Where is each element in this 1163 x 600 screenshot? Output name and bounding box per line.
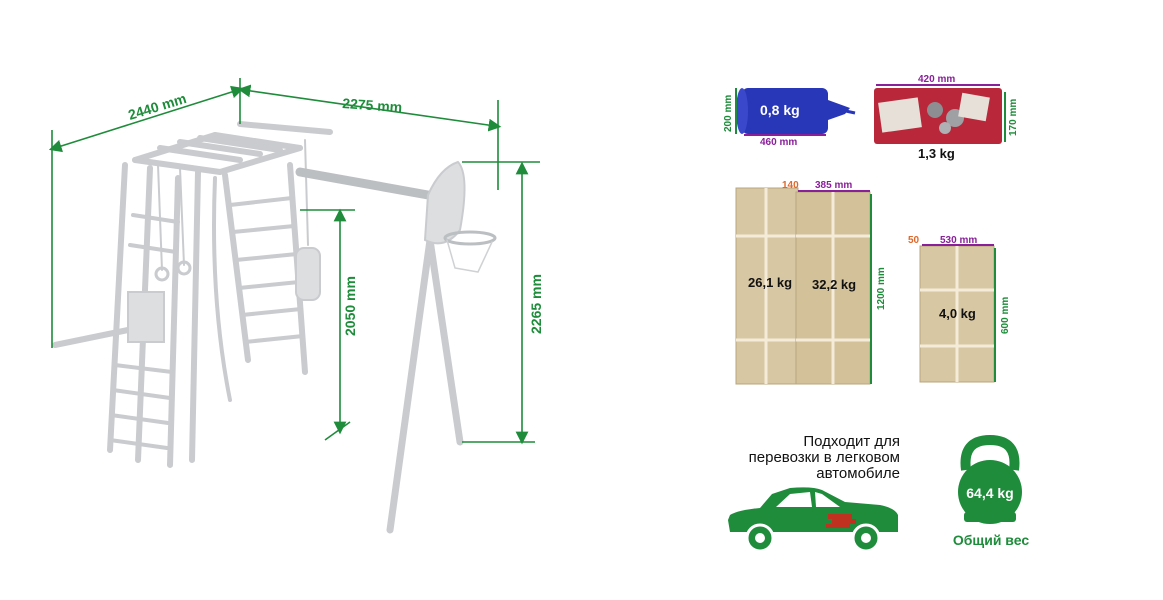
hardware-weight: 1,3 kg: [918, 146, 955, 161]
box3-depth: 50: [908, 235, 920, 246]
car-icon: [728, 487, 898, 553]
bag-height: 200 mm: [723, 95, 734, 132]
total-weight: 64,4 kg: [966, 485, 1013, 501]
transport-line-2: перевозки в легковом: [748, 449, 900, 466]
box3-width: 530 mm: [940, 235, 977, 246]
playground-frame: [52, 121, 497, 534]
box3-height: 600 mm: [1000, 297, 1011, 334]
hardware-length: 420 mm: [918, 74, 955, 85]
package-hardware: [874, 84, 1006, 144]
dim-width-b: 2275 mm: [342, 95, 403, 115]
kettlebell-icon: [958, 434, 1022, 524]
box2-depth: 140: [782, 180, 799, 191]
bag-length: 460 mm: [760, 137, 797, 148]
box3-weight: 4,0 kg: [939, 306, 976, 321]
bag-weight: 0,8 kg: [760, 102, 800, 118]
transport-line-1: Подходит для: [803, 433, 900, 450]
package-bag: [735, 88, 856, 136]
box2-width: 385 mm: [815, 180, 852, 191]
dim-height-hoop: 2265 mm: [528, 274, 544, 334]
box-2: [795, 190, 872, 385]
dim-width-a: 2440 mm: [126, 90, 188, 123]
transport-note: Подходит для перевозки в легковом автомо…: [722, 434, 900, 482]
hardware-height: 170 mm: [1008, 99, 1019, 136]
dim-height-frame: 2050 mm: [342, 276, 358, 336]
total-weight-label: Общий вес: [952, 532, 1030, 548]
transport-line-3: автомобиле: [816, 465, 900, 482]
dimension-lines: [48, 78, 540, 445]
box2-height: 1200 mm: [876, 267, 887, 310]
box2-weight: 32,2 kg: [812, 277, 856, 292]
box-1: [735, 187, 799, 385]
box-3: [919, 244, 996, 383]
box1-weight: 26,1 kg: [748, 275, 792, 290]
